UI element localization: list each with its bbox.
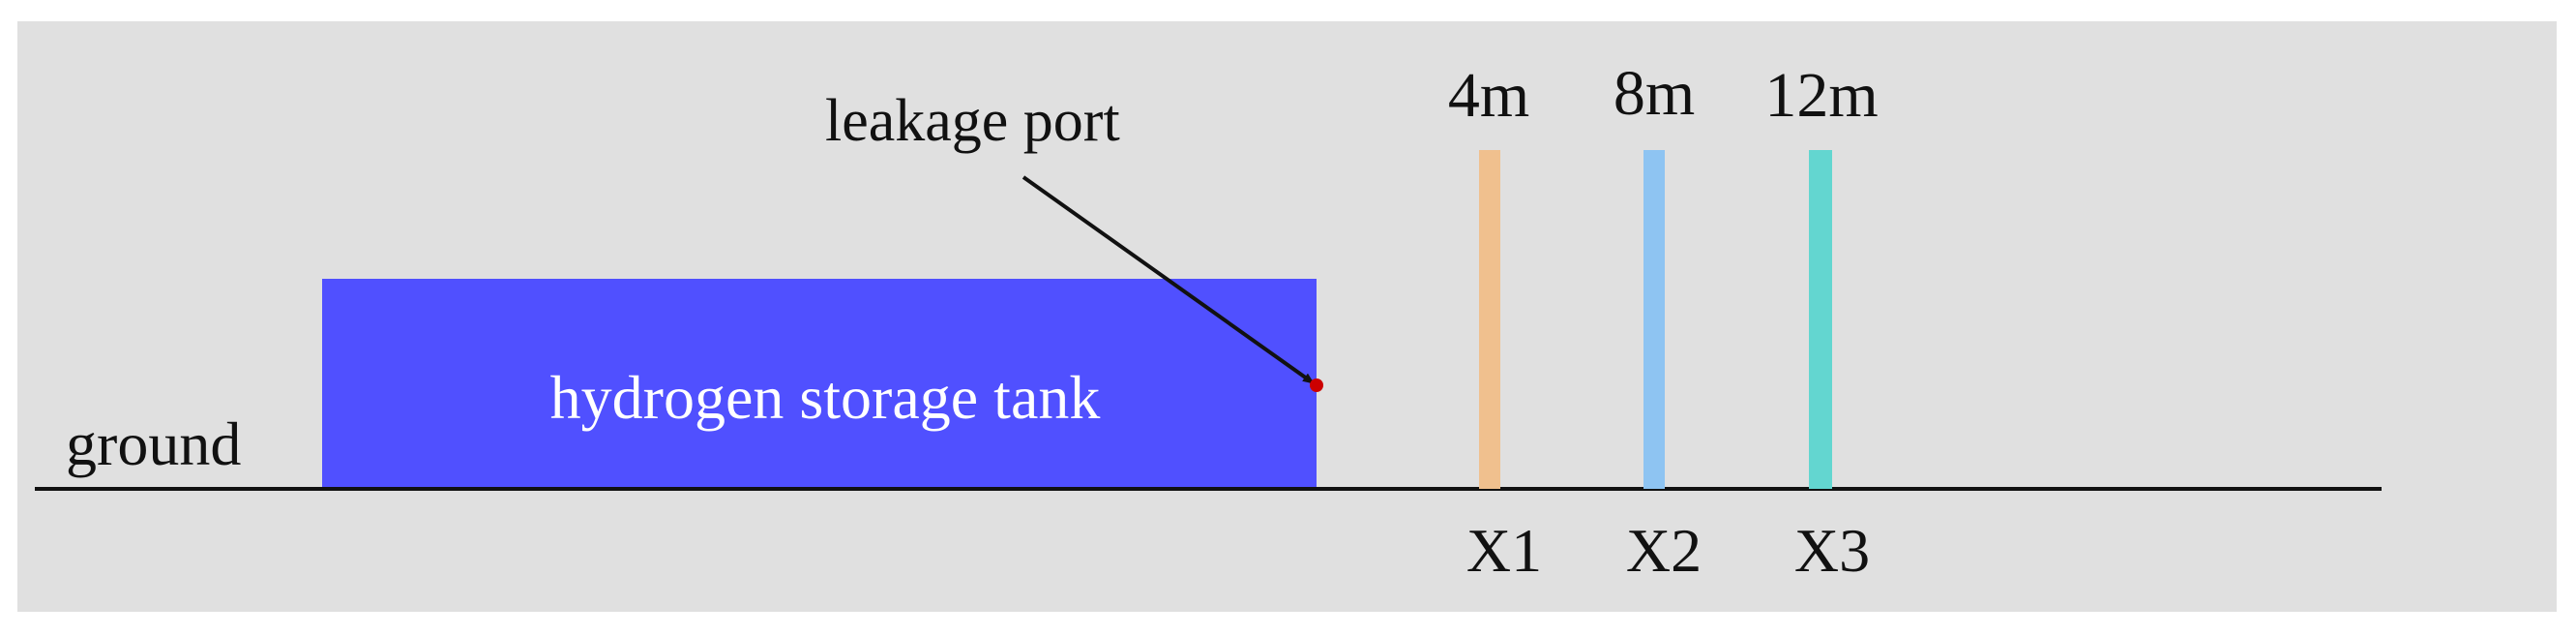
sensor-x2-distance-label: 8m (1614, 58, 1695, 129)
sensor-x3-label: X3 (1794, 516, 1870, 585)
leakage-port-label: leakage port (825, 88, 1120, 154)
sensor-x3-distance-label: 12m (1764, 60, 1878, 131)
sensor-x1-label: X1 (1466, 516, 1542, 585)
leakage-port-point (1310, 379, 1323, 392)
sensor-x2-bar (1643, 150, 1665, 489)
sensor-x2-label: X2 (1626, 516, 1702, 585)
tank-label: hydrogen storage tank (550, 363, 1101, 432)
sensor-x1-bar (1479, 150, 1500, 489)
ground-label: ground (66, 409, 241, 478)
leakage-arrow (1022, 175, 1316, 385)
sensor-x3-bar (1809, 150, 1832, 489)
hydrogen-storage-tank (322, 279, 1317, 490)
sensor-x1-distance-label: 4m (1448, 60, 1529, 131)
